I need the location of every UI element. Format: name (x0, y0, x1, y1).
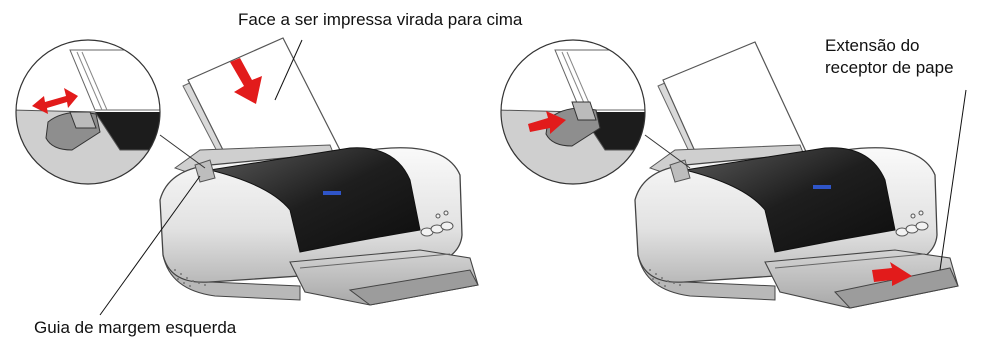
control-buttons-left (420, 210, 454, 237)
control-buttons-right (895, 210, 929, 237)
label-extension-line2: receptor de pape (825, 58, 954, 77)
double-arrow-icon (32, 88, 78, 114)
insert-arrow-icon (230, 58, 262, 104)
indicator-light-right (813, 185, 831, 189)
callout-line-guide (99, 175, 201, 316)
indicator-light-left (323, 191, 341, 195)
label-left-guide: Guia de margem esquerda (34, 318, 237, 337)
grille-right (649, 269, 681, 287)
extend-arrow-icon (872, 262, 912, 286)
label-extension-line1: Extensão do (825, 36, 920, 55)
inset-left-guide-detail (15, 39, 206, 185)
printer-left (159, 37, 479, 306)
callout-line-extension (939, 89, 967, 271)
push-arrow-icon (528, 111, 566, 134)
callout-line-face (274, 39, 303, 101)
grille-left (174, 269, 206, 287)
output-tray-left (289, 249, 479, 306)
label-face-up: Face a ser impressa virada para cima (238, 10, 523, 29)
printer-right (634, 41, 959, 309)
